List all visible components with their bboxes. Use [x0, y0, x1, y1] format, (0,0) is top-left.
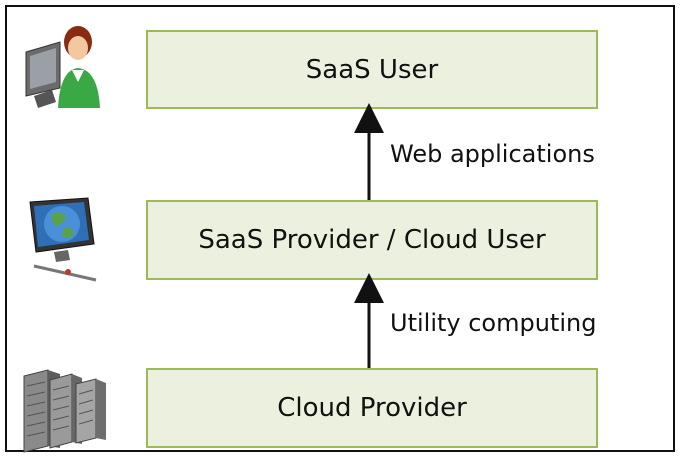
saas-user-box: SaaS User: [146, 30, 598, 109]
cloud-provider-label: Cloud Provider: [277, 393, 467, 423]
server-rack-icon: [23, 369, 106, 453]
saas-provider-label: SaaS Provider / Cloud User: [198, 225, 546, 255]
utility-computing-label: Utility computing: [390, 309, 597, 337]
user-at-computer-icon: [25, 26, 100, 108]
web-applications-label: Web applications: [390, 140, 595, 168]
saas-user-label: SaaS User: [305, 54, 439, 85]
saas-provider-box: SaaS Provider / Cloud User: [146, 200, 598, 280]
cloud-provider-box: Cloud Provider: [146, 368, 598, 448]
globe-monitor-icon: [29, 197, 97, 282]
